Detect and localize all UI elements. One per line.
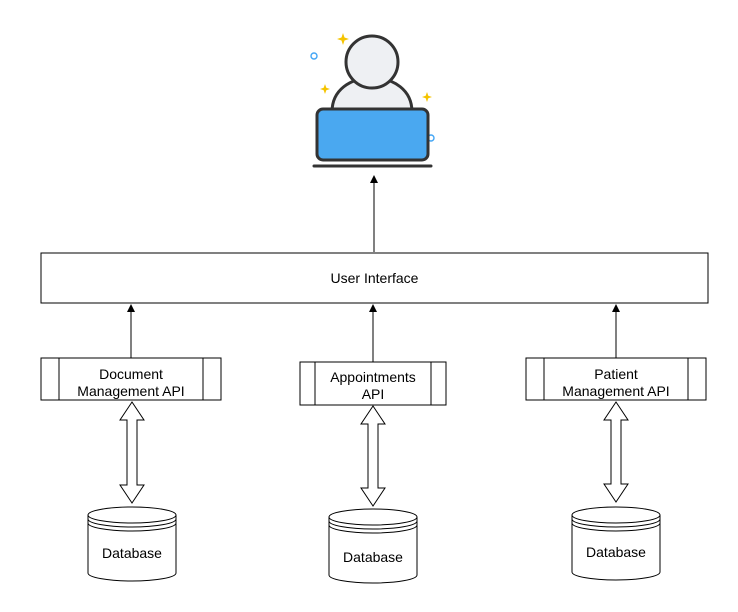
document-api-label-line1: Document	[99, 366, 163, 382]
database-label: Database	[102, 545, 162, 561]
sparkle-star-icon	[337, 33, 349, 45]
sparkle-star-icon	[320, 84, 330, 94]
user-at-laptop-icon	[310, 33, 435, 168]
document-api-label-line2: Management API	[77, 383, 184, 399]
patient-api-label-line2: Management API	[562, 383, 669, 399]
database-label: Database	[343, 549, 403, 565]
appointments-api-db-double-arrow	[360, 405, 386, 507]
sparkle-dot-icon	[310, 52, 318, 60]
document-api-db-double-arrow	[119, 401, 145, 504]
database-appointments: Database	[328, 508, 418, 584]
patient-api-db-double-arrow	[603, 401, 629, 503]
patient-api-label-line1: Patient	[594, 366, 638, 382]
sparkle-star-icon	[422, 92, 432, 102]
appointments-api-label-line2: API	[362, 386, 385, 402]
user-interface-box: User Interface	[40, 252, 709, 304]
database-document: Database	[87, 506, 177, 582]
user-interface-label: User Interface	[331, 270, 419, 286]
appointments-api-label-line1: Appointments	[330, 369, 416, 385]
patient-management-api-box: Patient Management API	[525, 357, 707, 401]
database-patient: Database	[571, 506, 661, 581]
appointments-api-box: Appointments API	[299, 361, 447, 406]
database-label: Database	[586, 544, 646, 560]
document-management-api-box: Document Management API	[40, 357, 222, 401]
